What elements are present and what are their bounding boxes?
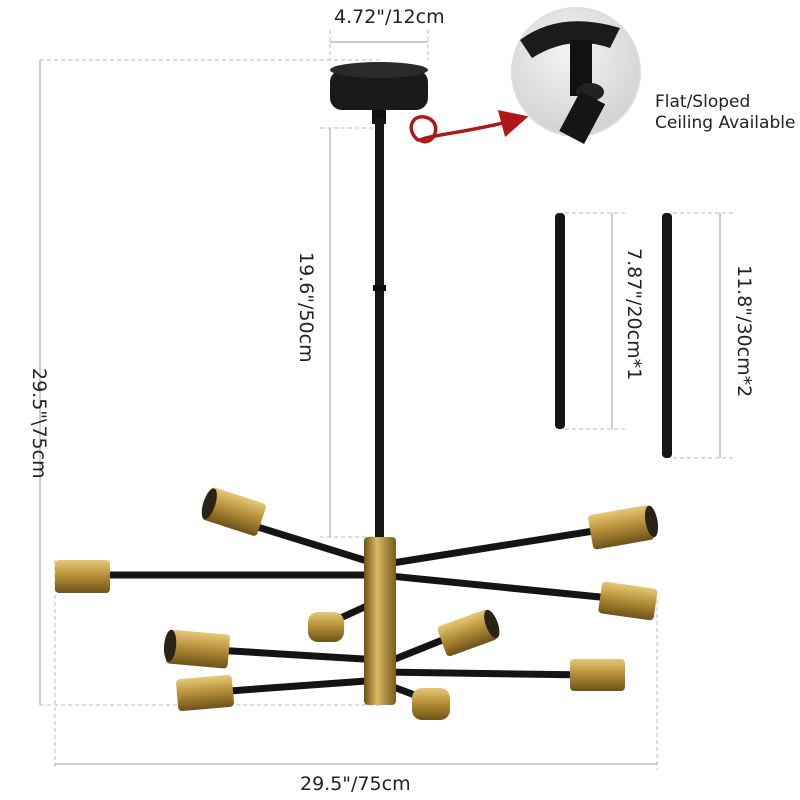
total-height-label: 29.5"\75cm (28, 368, 50, 479)
socket (588, 505, 659, 550)
ceiling-detail-zoom (511, 7, 641, 144)
socket (55, 560, 110, 593)
central-hub (364, 537, 396, 705)
socket (308, 612, 344, 642)
extension-rod-long-label: 11.8"/30cm*2 (733, 265, 755, 398)
extension-rod-short-label: 7.87"/20cm*1 (623, 248, 645, 381)
canopy-width-label: 4.72"/12cm (334, 6, 445, 28)
dimension-arrows (39, 41, 721, 765)
arms (96, 516, 614, 704)
callout-arrow (409, 110, 529, 144)
dimension-lines (40, 30, 735, 770)
ceiling-callout: Flat/Sloped Ceiling Available (655, 92, 795, 134)
callout-line-2: Ceiling Available (655, 113, 796, 133)
total-width-label: 29.5"/75cm (300, 773, 411, 795)
socket (437, 609, 500, 657)
socket (598, 581, 658, 621)
callout-line-1: Flat/Sloped (655, 92, 751, 112)
rod-length-label: 19.6"/50cm (295, 252, 317, 363)
extension-rod-long (662, 213, 672, 458)
socket (163, 629, 230, 669)
sockets (55, 487, 659, 720)
extension-rod-short (555, 213, 565, 429)
down-rod (375, 118, 384, 538)
canopy (330, 62, 428, 124)
socket (412, 688, 450, 720)
socket (176, 674, 234, 712)
socket (570, 659, 625, 691)
socket (201, 487, 266, 536)
